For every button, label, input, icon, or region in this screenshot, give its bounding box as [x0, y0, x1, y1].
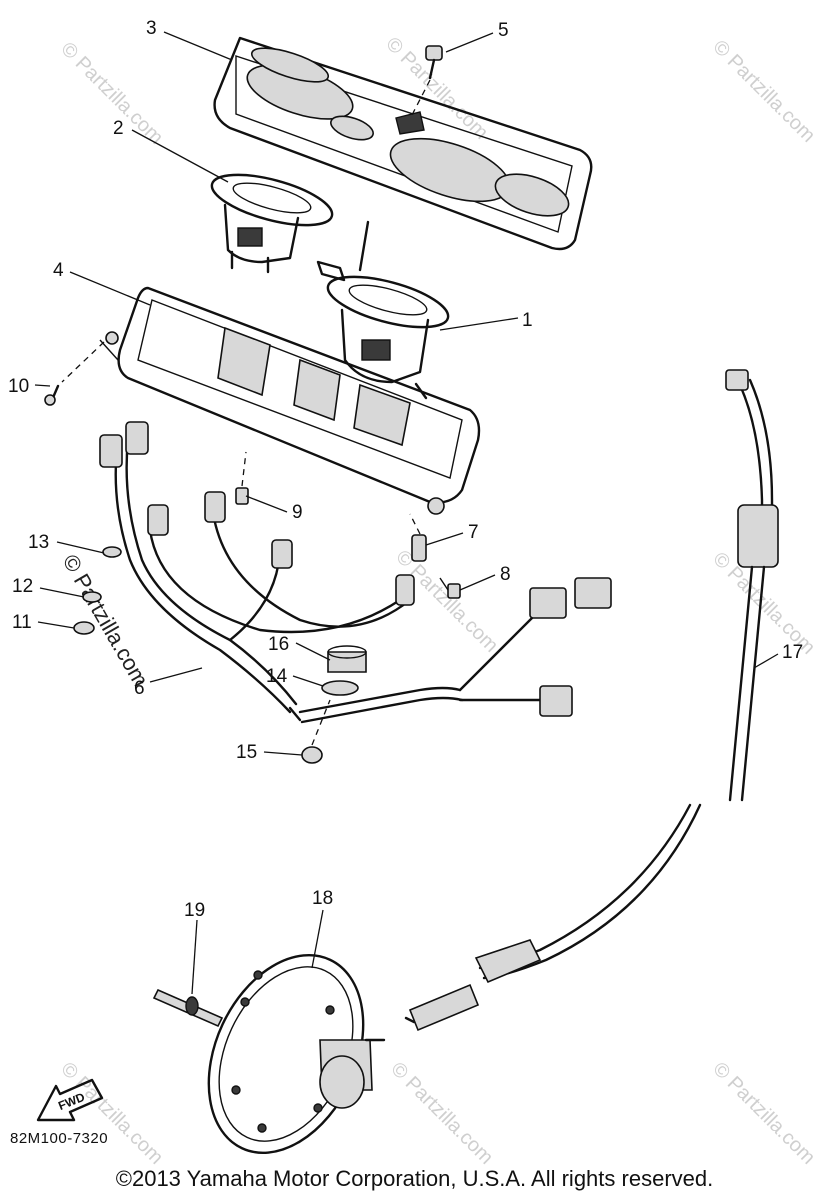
- wire-harness: [99, 421, 612, 724]
- tachometer: [210, 173, 334, 274]
- watermark: © Partzilla.com: [708, 36, 819, 147]
- callout-18: 18: [312, 888, 333, 909]
- callout-17: 17: [782, 642, 803, 663]
- watermark: © Partzilla.com: [56, 1058, 167, 1169]
- callout-12: 12: [12, 576, 33, 597]
- callout-10: 10: [8, 376, 29, 397]
- speedometer: [316, 220, 450, 400]
- meter-case: [99, 286, 481, 515]
- watermark: © Partzilla.com: [386, 1058, 497, 1169]
- leader-lines: [34, 31, 779, 995]
- screw-5: [411, 45, 443, 116]
- callout-7: 7: [468, 522, 479, 543]
- callout-13: 13: [28, 532, 49, 553]
- meter-gear: [207, 954, 386, 1154]
- callout-14: 14: [266, 666, 288, 687]
- callout-4: 4: [53, 260, 64, 281]
- callout-19: 19: [184, 900, 205, 921]
- watermark: © Partzilla.com: [708, 1058, 819, 1169]
- screw-10: [44, 341, 105, 406]
- callout-15: 15: [236, 742, 257, 763]
- callout-2: 2: [113, 118, 124, 139]
- callout-3: 3: [146, 18, 157, 39]
- meter-cable: [404, 369, 779, 1032]
- callout-11: 11: [12, 612, 32, 633]
- small-parts: [73, 451, 461, 764]
- watermark: © Partzilla.com: [56, 38, 167, 149]
- pin-19: [152, 988, 224, 1028]
- callout-9: 9: [292, 502, 303, 523]
- watermark: © Partzilla.com: [58, 550, 154, 691]
- copyright-notice: ©2013 Yamaha Motor Corporation, U.S.A. A…: [115, 1166, 714, 1191]
- callout-6: 6: [134, 678, 145, 699]
- callout-1: 1: [522, 310, 533, 331]
- callout-numbers: 1 2 3 4 5 6 7 8 9 10 11 12 13 14 15 16 1…: [8, 18, 803, 921]
- diagram-code: 82M100-7320: [10, 1130, 109, 1147]
- callout-5: 5: [498, 20, 509, 41]
- callout-16: 16: [268, 634, 289, 655]
- callout-8: 8: [500, 564, 511, 585]
- meter-cover: [213, 36, 593, 251]
